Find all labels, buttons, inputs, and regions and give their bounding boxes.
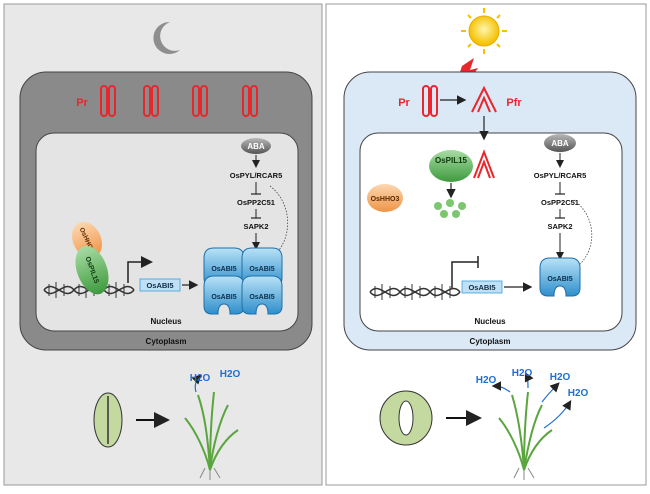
water-label: H2O	[476, 375, 497, 386]
aba-ellipse	[544, 134, 576, 152]
water-label: H2O	[550, 372, 571, 383]
rice-plant-icon	[184, 391, 239, 471]
oshho3-label: OsHHO3	[371, 196, 400, 203]
osabi5-protein-label: OsABI5	[249, 294, 274, 301]
moon-icon	[153, 21, 180, 54]
degraded-ospil15-icon	[434, 199, 466, 218]
kinase-label: SAPK2	[243, 222, 268, 231]
nucleus-label: Nucleus	[150, 317, 182, 326]
pfr-label: Pfr	[506, 97, 522, 109]
aba-label: ABA	[247, 142, 265, 151]
nucleus	[359, 132, 623, 332]
pr-label: Pr	[398, 97, 410, 109]
water-label: H2O	[190, 373, 211, 384]
sun-icon	[461, 8, 507, 54]
water-label: H2O	[512, 368, 533, 379]
rice-plant-icon	[498, 391, 553, 471]
aba-ellipse	[241, 138, 271, 154]
nucleus-label: Nucleus	[474, 317, 506, 326]
ospil15-label: OsPIL15	[435, 156, 468, 165]
left-panel: Pr ABA OsPYL/RCAR5 OsPP2C51 SAPK2 OsABI5…	[3, 3, 323, 486]
cytoplasm-label: Cytoplasm	[146, 337, 187, 346]
right-panel: Pr Pfr OsPIL15 OsHHO3 ABA OsPYL/RCAR5 Os…	[325, 3, 647, 486]
cytoplasm-label: Cytoplasm	[470, 337, 511, 346]
osabi5-protein-label: OsABI5	[211, 294, 236, 301]
receptor-label: OsPYL/RCAR5	[230, 171, 283, 180]
oshho3-protein-icon	[367, 184, 403, 212]
osabi5-gene-label: OsABI5	[468, 283, 495, 292]
osabi5-protein-label: OsABI5	[249, 266, 274, 273]
receptor-label: OsPYL/RCAR5	[534, 171, 587, 180]
water-label: H2O	[568, 388, 589, 399]
kinase-label: SAPK2	[547, 222, 572, 231]
ospil15-protein-icon	[429, 150, 473, 182]
osabi5-gene-box	[461, 280, 503, 294]
phosphatase-label: OsPP2C51	[237, 198, 275, 207]
aba-label: ABA	[551, 139, 569, 148]
pr-label: Pr	[76, 97, 88, 109]
ospil15-protein-icon	[75, 245, 109, 295]
osabi5-protein-label: OsABI5	[547, 276, 572, 283]
phosphatase-label: OsPP2C51	[541, 198, 579, 207]
osabi5-gene-label: OsABI5	[146, 281, 173, 290]
osabi5-protein-label: OsABI5	[211, 266, 236, 273]
osabi5-gene-box	[139, 278, 181, 292]
water-label: H2O	[220, 369, 241, 380]
